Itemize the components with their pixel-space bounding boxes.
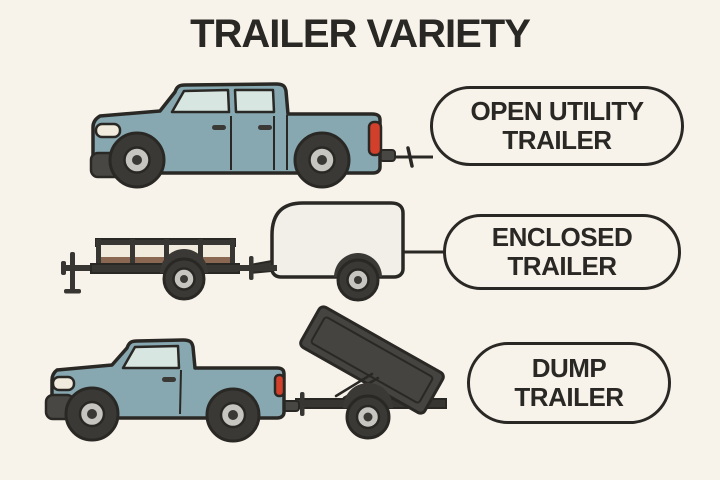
trailer-tongue: [63, 265, 95, 271]
pickup-truck-with-tipped-dump-trailer-icon: [44, 305, 447, 443]
coupler-pin-icon: [300, 392, 305, 416]
label-line: OPEN UTILITY: [470, 95, 644, 126]
page-title: TRAILER VARIETY: [190, 12, 531, 56]
door-handle: [212, 125, 226, 130]
door-seam: [179, 369, 182, 415]
headlight-icon: [51, 375, 76, 392]
door-seams: [230, 115, 288, 170]
wood-board: [135, 257, 164, 265]
wood-board: [203, 257, 230, 265]
label-bubble-dump-trailer: DUMP TRAILER: [467, 342, 671, 424]
label-line: ENCLOSED: [491, 221, 633, 252]
door-handle: [162, 377, 176, 382]
coupler-pin-icon: [249, 256, 254, 280]
taillight-icon: [367, 120, 383, 157]
label-line: TRAILER: [502, 125, 612, 155]
front-window: [170, 88, 231, 114]
rear-wheel-icon: [293, 131, 351, 189]
crew-cab-pickup-truck-icon: [89, 82, 433, 189]
drawbar: [235, 265, 277, 271]
hitch-icon: [379, 149, 396, 162]
label-line: TRAILER: [514, 382, 624, 412]
utility-trailer-wheel-icon: [160, 249, 208, 301]
taillight-icon: [273, 373, 286, 398]
label-line: DUMP: [531, 352, 607, 383]
rear-wheel-icon: [205, 387, 261, 443]
front-wheel-icon: [64, 386, 120, 442]
door-handle: [258, 125, 272, 130]
open-utility-trailer-and-enclosed-trailer-icon: [61, 201, 445, 302]
rear-window: [233, 88, 276, 114]
jack-foot: [64, 289, 81, 294]
label-line: TRAILER: [507, 251, 617, 281]
label-bubble-open-utility-trailer: OPEN UTILITY TRAILER: [430, 86, 684, 166]
headlight-icon: [94, 122, 122, 139]
label-bubble-enclosed-trailer: ENCLOSED TRAILER: [443, 214, 681, 290]
enclosed-trailer-wheel-icon: [334, 253, 382, 302]
cab-window: [121, 344, 181, 370]
tongue-end: [61, 261, 66, 275]
wood-board: [101, 257, 130, 265]
jack-stand-icon: [70, 252, 75, 291]
trailer-wheel-icon: [343, 383, 393, 440]
hitch-pin-icon: [406, 146, 414, 168]
front-wheel-icon: [108, 131, 166, 189]
